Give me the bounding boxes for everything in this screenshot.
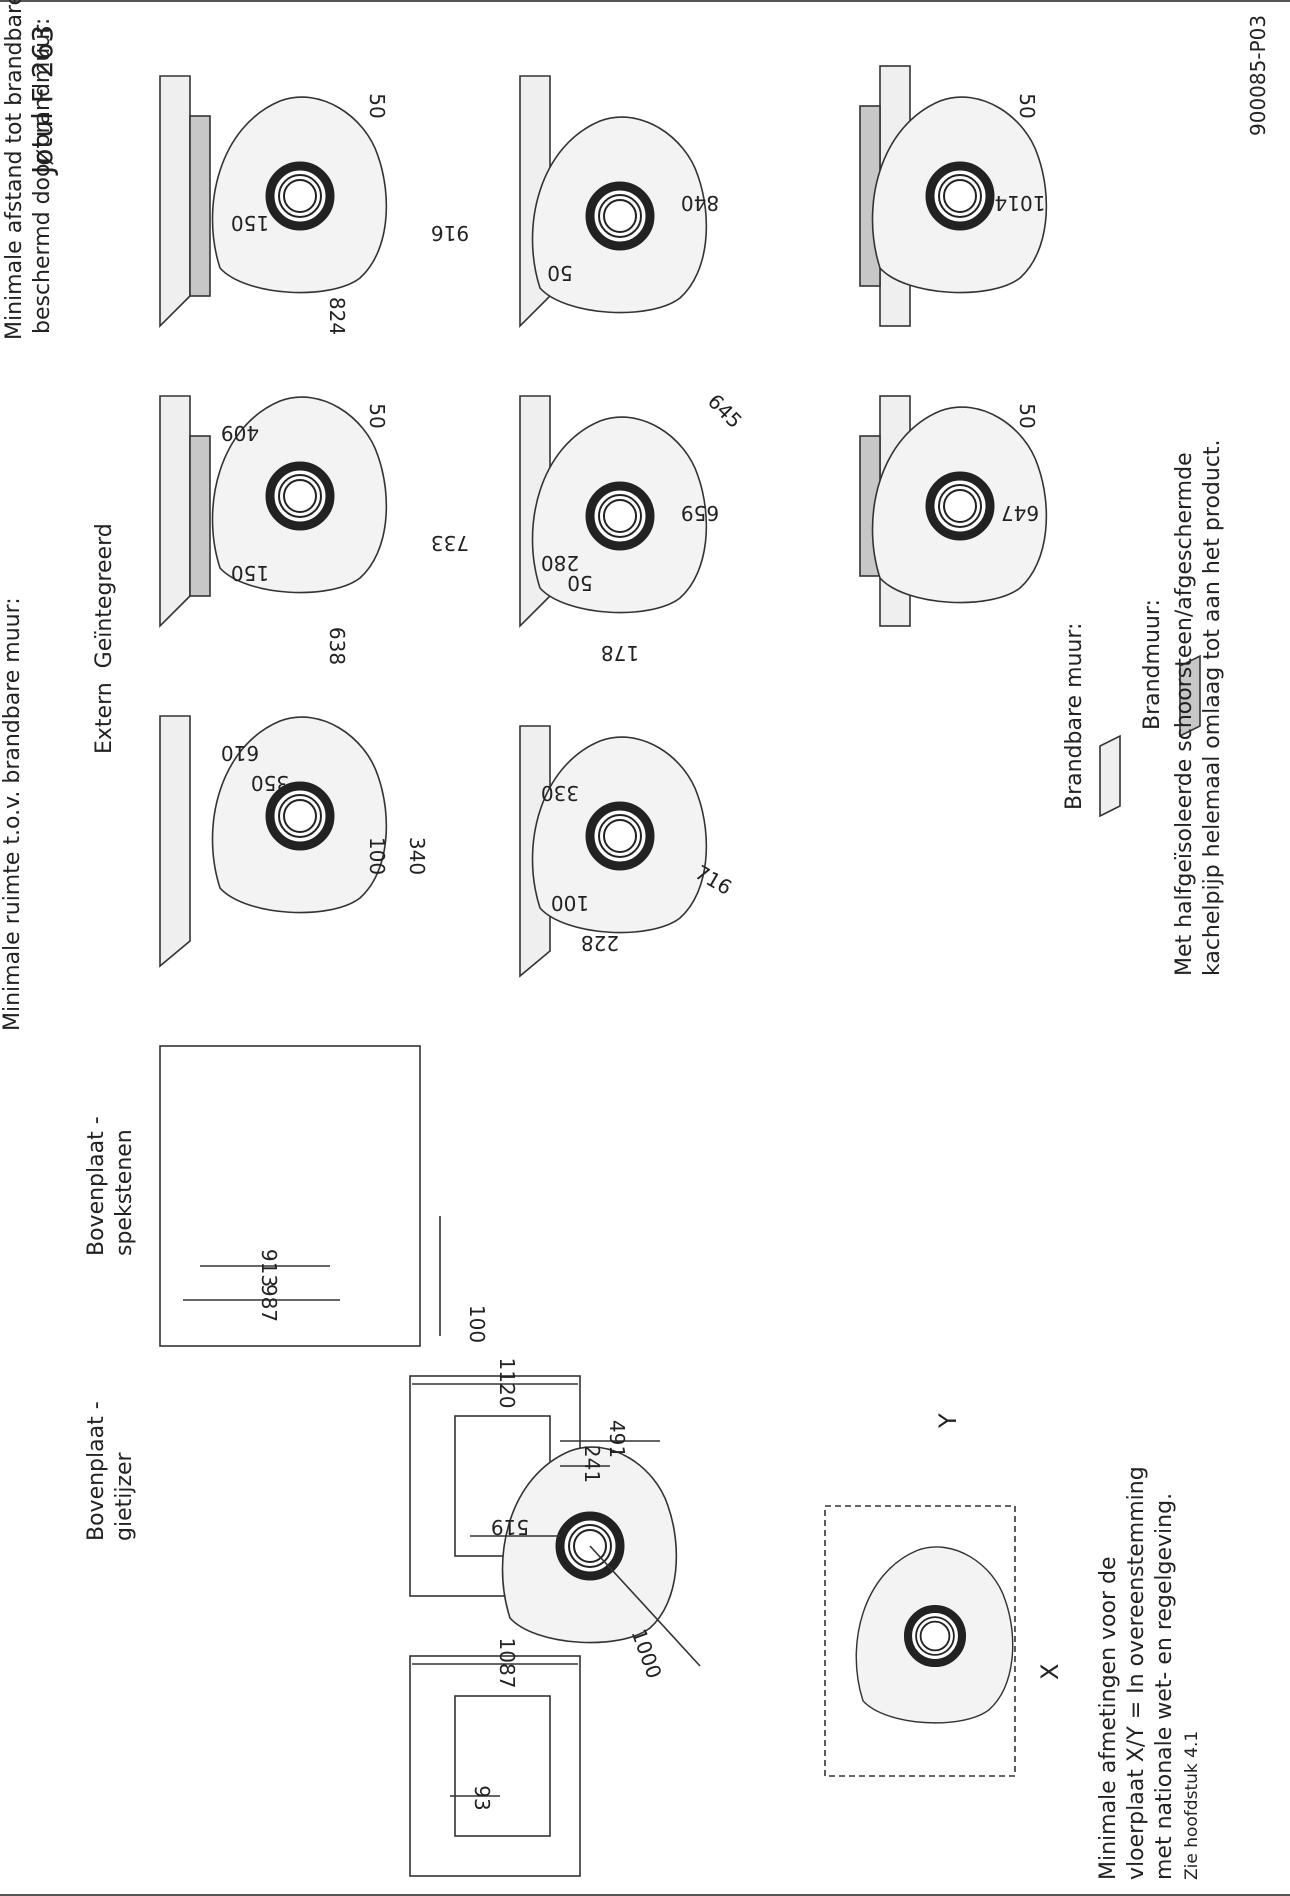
firewall-sub-heading: Extern Geïntegreerd [92, 523, 117, 754]
bottom-border [0, 1894, 1290, 1896]
floor-plate-outline [824, 1505, 1016, 1777]
soapstone-label-2: spekstenen [112, 1129, 137, 1256]
combustible-section-heading: Minimale ruimte t.o.v. brandbare muur: [0, 597, 25, 1031]
dimension-913: 913 [257, 1249, 281, 1287]
legend-firewall-label: Brandmuur: [1140, 599, 1165, 730]
cast-iron-door [454, 1695, 551, 1837]
dimension-241: 241 [580, 1445, 604, 1483]
dimension-150-ext: 150 [231, 561, 269, 585]
dimension-1120: 1120 [495, 1358, 519, 1409]
floor-plate-note-1: Minimale afmetingen voor de [1096, 1556, 1121, 1881]
dimension-228: 228 [581, 931, 619, 955]
dimension-line-1000 [589, 1545, 701, 1667]
document-code: 900085-P03 [1246, 14, 1270, 136]
dimension-50-int-diag: 50 [547, 261, 572, 285]
side-view-outline [159, 1045, 421, 1347]
dimension-824: 824 [325, 297, 349, 335]
floor-plate-y-label: Y [934, 1413, 962, 1428]
dimension-638: 638 [325, 627, 349, 665]
cast-iron-label-2: gietijzer [112, 1452, 137, 1541]
floor-plate-note-4: Zie hoofdstuk 4.1 [1182, 1730, 1202, 1880]
floor-plate-x-label: X [1036, 1663, 1064, 1680]
dimension-178: 178 [601, 641, 639, 665]
firewall-int-corner [189, 115, 211, 297]
dimension-987: 987 [257, 1284, 281, 1322]
dimension-409: 409 [221, 421, 259, 445]
dimension-645: 645 [703, 389, 747, 433]
soapstone-label-1: Bovenplaat - [84, 1116, 109, 1256]
dimension-93: 93 [470, 1785, 494, 1810]
floor-plate-note-2: vloerplaat X/Y = In overeenstemming [1124, 1466, 1149, 1880]
dimension-100-diagonal: 100 [551, 891, 589, 915]
dimension-350: 350 [251, 771, 289, 795]
wall-ext-corner [159, 395, 191, 628]
firewall-section-heading-1: Minimale afstand tot brandbare muur [2, 0, 27, 340]
dimension-50-int: 50 [365, 93, 389, 118]
dimension-50-ext: 50 [365, 403, 389, 428]
firewall-note-2: kachelpijp helemaal omlaag tot aan het p… [1200, 439, 1225, 976]
firewall-note-1: Met halfgeïsoleerde schoorsteen/afgesche… [1172, 452, 1197, 976]
firewall-section-heading-2: beschermd door brandmuur: [30, 17, 55, 334]
dimension-330: 330 [541, 781, 579, 805]
floor-plate-note-3: met nationale wet- en regelgeving. [1152, 1492, 1177, 1880]
dimension-100: 100 [465, 1305, 489, 1343]
firewall-ext-corner [189, 435, 211, 597]
dimension-50-int-flat: 50 [1015, 93, 1039, 118]
dimension-50-ext-flat: 50 [1015, 403, 1039, 428]
dimension-1000: 1000 [627, 1626, 667, 1682]
cast-iron-label-1: Bovenplaat - [84, 1401, 109, 1541]
dimension-733: 733 [431, 531, 469, 555]
wall-combustible-corner [159, 715, 191, 968]
dimension-840: 840 [681, 191, 719, 215]
stove-ext-diag [533, 417, 707, 612]
dimension-280: 280 [541, 551, 579, 575]
dimension-1014: 1014 [995, 191, 1046, 215]
dimension-150-int: 150 [231, 211, 269, 235]
legend-combustible-swatch [1099, 734, 1121, 818]
stove-floor-plate-2 [856, 1547, 1012, 1723]
dimension-647: 647 [1001, 501, 1039, 525]
dimension-916: 916 [431, 221, 469, 245]
dimension-659: 659 [681, 501, 719, 525]
dimension-1087: 1087 [495, 1638, 519, 1689]
dimension-50-ext-diag: 50 [567, 571, 592, 595]
legend-firewall-swatch [1179, 654, 1201, 738]
dimension-519: 519 [491, 1515, 529, 1539]
dimension-340: 340 [405, 837, 429, 875]
dimension-610: 610 [221, 741, 259, 765]
dimension-491: 491 [605, 1420, 629, 1458]
dimension-100-corner: 100 [365, 837, 389, 875]
legend-combustible-label: Brandbare muur: [1062, 622, 1087, 810]
top-border [0, 0, 1290, 2]
wall-int-corner [159, 75, 191, 328]
stove-int-corner [213, 97, 387, 292]
